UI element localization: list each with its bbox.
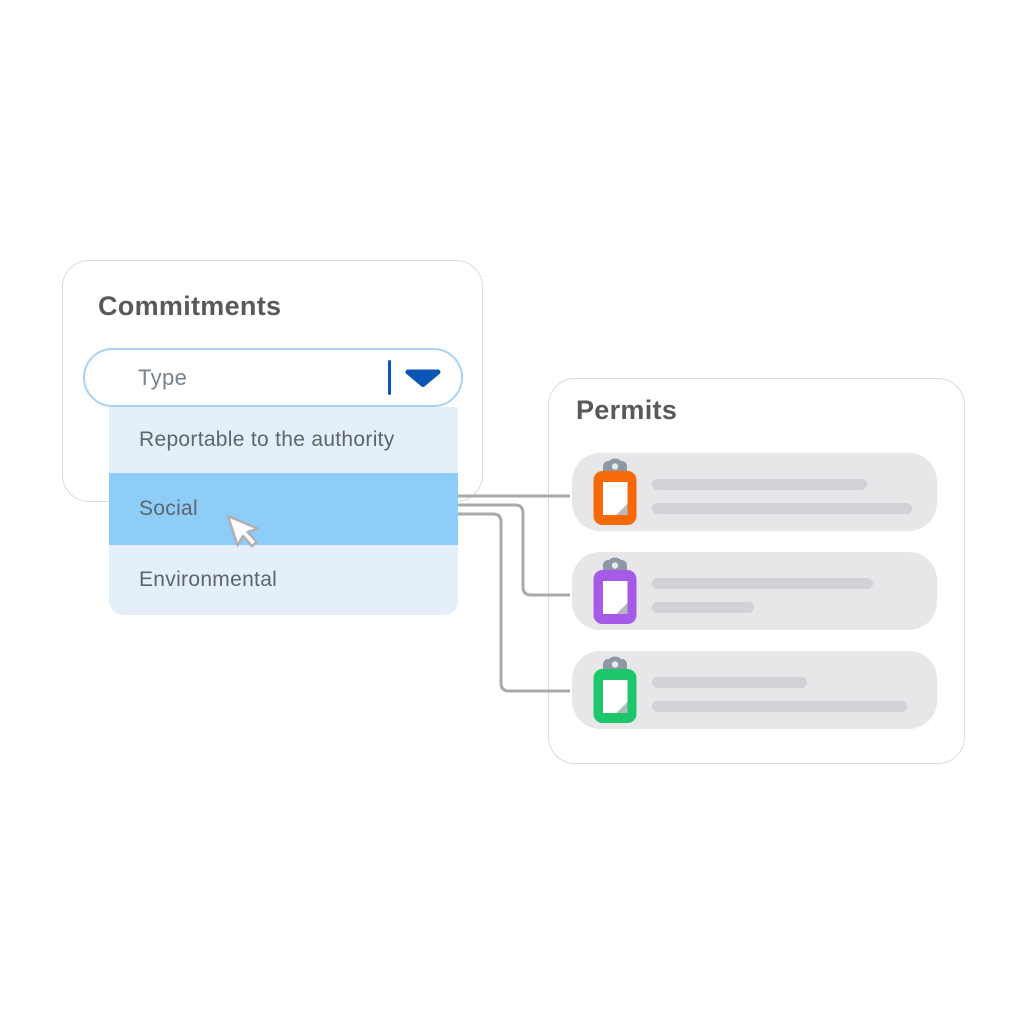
placeholder-line (652, 503, 912, 514)
menu-option-reportable[interactable]: Reportable to the authority (109, 407, 458, 473)
dropdown-divider (387, 360, 391, 395)
clipboard-icon (593, 458, 637, 525)
placeholder-line (652, 578, 873, 589)
type-dropdown-label: Type (138, 364, 188, 390)
placeholder-line (652, 479, 867, 490)
permits-card: Permits (548, 378, 965, 764)
commitments-title: Commitments (98, 291, 282, 321)
clipboard-icon (593, 656, 637, 723)
chevron-down-icon[interactable] (403, 368, 443, 388)
menu-option-environmental[interactable]: Environmental (109, 545, 458, 615)
type-dropdown[interactable]: Type (83, 348, 463, 407)
placeholder-line (652, 602, 754, 613)
menu-option-label: Environmental (139, 568, 278, 591)
menu-option-social[interactable]: Social (109, 473, 458, 545)
menu-option-label: Social (139, 497, 198, 520)
placeholder-line (652, 677, 807, 688)
placeholder-line (652, 701, 907, 712)
menu-option-label: Reportable to the authority (139, 428, 395, 451)
type-dropdown-menu: Reportable to the authority Social Envir… (109, 407, 458, 615)
clipboard-icon (593, 557, 637, 624)
permit-list-item[interactable] (572, 651, 937, 729)
permit-list-item[interactable] (572, 552, 937, 630)
permit-list-item[interactable] (572, 453, 937, 531)
permits-title: Permits (576, 395, 678, 425)
